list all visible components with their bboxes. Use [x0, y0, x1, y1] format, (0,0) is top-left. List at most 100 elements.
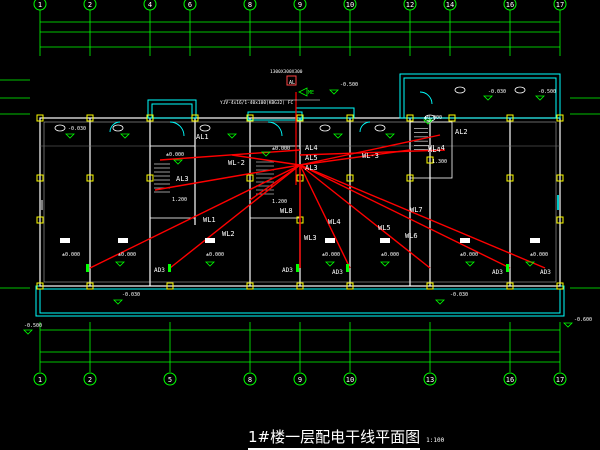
column [296, 282, 304, 290]
axis-label-top: 4 [148, 1, 152, 9]
outlet-label: AD3 [492, 269, 503, 276]
elevation-corridor: -0.030 [122, 292, 140, 298]
elevation-triangle-icon [325, 261, 335, 267]
feeder-line [299, 164, 351, 269]
column [36, 114, 44, 122]
column [556, 114, 564, 122]
incoming-tag: AL [289, 80, 295, 86]
feeder-line [299, 164, 431, 269]
axis-bubble-icon [343, 372, 357, 386]
fixture-icon [112, 124, 124, 132]
stair-room-left [149, 145, 196, 219]
axis-bubble-icon [83, 0, 97, 11]
feeder-line [299, 164, 511, 269]
axis-bubble-icon [423, 372, 437, 386]
axis-label-top: 16 [506, 1, 514, 9]
doors [109, 91, 433, 137]
axis-label-bottom: 16 [506, 376, 514, 384]
incoming-label: ME [308, 90, 314, 96]
column [346, 282, 354, 290]
column [406, 114, 414, 122]
elevation-triangle-icon [329, 89, 339, 95]
axis-bubble-icon [403, 0, 417, 11]
elevation-triangle-icon [227, 133, 237, 139]
column [426, 282, 434, 290]
feeder-line [299, 164, 546, 269]
feeder-label: WL-4 [428, 144, 445, 152]
column [246, 174, 254, 182]
column [506, 114, 514, 122]
feeder-label: WL7 [410, 206, 423, 214]
axis-bubble-icon [183, 0, 197, 11]
elevation-markers [23, 89, 573, 335]
elevation-floor: ±0.000 [530, 252, 548, 258]
elevation-floor: ±0.000 [381, 252, 399, 258]
elevation-stair-top: -0.500 [538, 89, 556, 95]
feeder-label: WL-2 [228, 159, 245, 167]
column [86, 282, 94, 290]
distribution-box-icon [168, 264, 171, 272]
fixture-icon [514, 86, 526, 94]
elevation-triangle-icon [380, 261, 390, 267]
axis-bubble-icon [553, 372, 567, 386]
column [506, 282, 514, 290]
top-dimension-system [39, 8, 561, 56]
distribution-box-icon [506, 264, 509, 272]
axis-label-top: 9 [298, 1, 302, 9]
axis-label-top: 1 [38, 1, 42, 9]
elevation-floor: ±0.000 [206, 252, 224, 258]
axis-bubble-icon [503, 372, 517, 386]
elevation-triangle-icon [563, 322, 573, 328]
axis-label-bottom: 10 [346, 376, 354, 384]
axis-bubble-icon [163, 372, 177, 386]
equipment-box-icon [205, 238, 215, 243]
feeder-label: WL-3 [362, 152, 379, 160]
elevation-floor: ±0.000 [166, 152, 184, 158]
feeder-line [299, 134, 441, 166]
column [146, 174, 154, 182]
feeder-line [249, 164, 301, 201]
outlet-label: AD3 [282, 267, 293, 274]
outlet-label: AD3 [540, 269, 551, 276]
fixture-icon [199, 124, 211, 132]
column [556, 282, 564, 290]
elevation-floor: ±0.000 [460, 252, 478, 258]
column [448, 114, 456, 122]
panel-label: AL4 [428, 146, 441, 154]
fixture-icon [424, 114, 436, 122]
elevation-outer-right: -0.600 [574, 317, 592, 323]
elevation-triangle-icon [173, 159, 183, 165]
panel-label: AL1 [196, 133, 209, 141]
axis-bubble-icon [553, 0, 567, 11]
top-annex [147, 73, 561, 121]
axis-bubble-icon [293, 0, 307, 11]
axis-label-bottom: 13 [426, 376, 434, 384]
outlet-label: AD3 [154, 267, 165, 274]
column [346, 114, 354, 122]
equipment-box-icon [325, 238, 335, 243]
elevation-triangle-icon [261, 151, 271, 157]
axis-label-top: 6 [188, 1, 192, 9]
axis-label-bottom: 2 [88, 376, 92, 384]
column [36, 174, 44, 182]
column [406, 174, 414, 182]
axis-label-top: 12 [406, 1, 414, 9]
axis-label-bottom: 8 [248, 376, 252, 384]
axis-label-top: 8 [248, 1, 252, 9]
feeder-label: WL8 [280, 207, 293, 215]
axis-bubble-icon [293, 372, 307, 386]
incoming-note: 1300X300X300 [270, 69, 303, 75]
elevation-triangle-icon [65, 133, 75, 139]
axis-bubble-icon [503, 0, 517, 11]
fixture-icon [374, 124, 386, 132]
equipment-box-icon [530, 238, 540, 243]
feeder-label: WL6 [405, 232, 418, 240]
axis-bubble-icon [343, 0, 357, 11]
fixture-icon [319, 124, 331, 132]
column [246, 114, 254, 122]
panel-label: AL2 [455, 128, 468, 136]
column [146, 114, 154, 122]
elevation-triangle-icon [423, 119, 433, 125]
